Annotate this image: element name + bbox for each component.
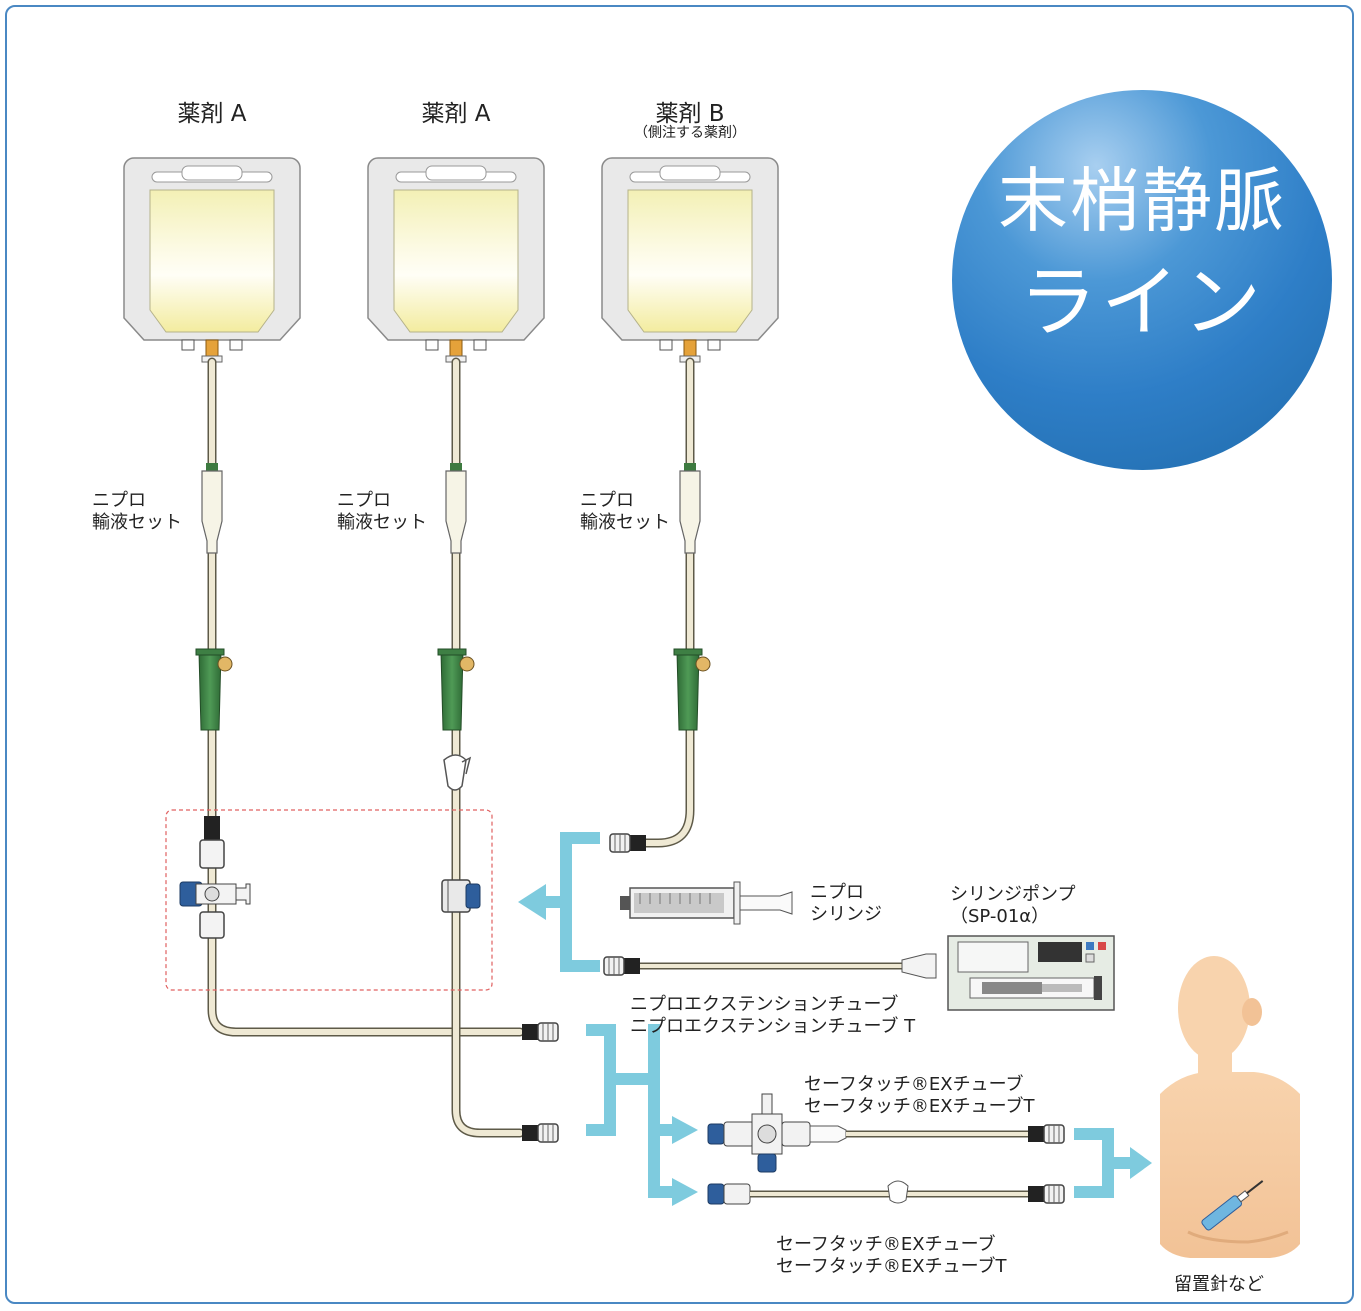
infusion-set-label-line2: 輸液セット: [337, 512, 427, 533]
extension-tube-label-line2: ニプロエクステンションチューブ T: [630, 1016, 916, 1037]
safetouch-top-label-line2: セーフタッチ®EXチューブT: [804, 1096, 1035, 1117]
stopcock-icon: [179, 816, 251, 939]
pinch-clamp-icon: [443, 754, 472, 791]
arrow-icon: [586, 1024, 698, 1206]
luer-connector-icon: [521, 1123, 559, 1143]
extension-tube-icon: [603, 953, 937, 979]
syringe-label-line2: シリンジ: [810, 904, 882, 925]
iv-bag-icon: [601, 157, 779, 363]
roller-clamp-icon: [195, 648, 233, 731]
drip-chamber-icon: [201, 462, 223, 554]
needle-icon: [1201, 1180, 1264, 1231]
t-connector-icon: [441, 879, 481, 913]
drug-note-3: （側注する薬剤）: [634, 125, 746, 141]
roller-clamp-icon: [437, 648, 475, 731]
drip-chamber-icon: [445, 462, 467, 554]
infusion-set-label-line2: 輸液セット: [92, 512, 182, 533]
arrow-icon: [518, 832, 600, 972]
diagram-frame: [5, 5, 1354, 1304]
syringe-label: ニプロ シリンジ: [810, 882, 882, 926]
safetouch-tube-bottom-icon: [707, 1180, 1065, 1205]
infusion-set-label-2: ニプロ 輸液セット: [337, 490, 427, 534]
infusion-set-label-1: ニプロ 輸液セット: [92, 490, 182, 534]
syringe-label-line1: ニプロ: [810, 882, 864, 903]
safetouch-bottom-label: セーフタッチ®EXチューブ セーフタッチ®EXチューブT: [776, 1234, 1007, 1278]
drug-label-3: 薬剤 B: [655, 101, 725, 127]
iv-bag-icon: [367, 157, 545, 363]
syringe-pump-icon: [947, 935, 1115, 1011]
arrow-icon: [1074, 1128, 1152, 1198]
extension-tube-label-line1: ニプロエクステンションチューブ: [630, 994, 899, 1015]
safetouch-bottom-label-line1: セーフタッチ®EXチューブ: [776, 1234, 996, 1255]
drug-label-2: 薬剤 A: [421, 101, 491, 127]
infusion-set-label-line1: ニプロ: [92, 490, 146, 511]
safetouch-bottom-label-line2: セーフタッチ®EXチューブT: [776, 1256, 1007, 1277]
needle-label: 留置針など: [1174, 1274, 1264, 1295]
extension-tube-label: ニプロエクステンションチューブ ニプロエクステンションチューブ T: [630, 994, 915, 1038]
drip-chamber-icon: [679, 462, 701, 554]
infusion-set-label-3: ニプロ 輸液セット: [580, 490, 670, 534]
roller-clamp-icon: [673, 648, 711, 731]
syringe-pump-label-line1: シリンジポンプ: [950, 884, 1076, 905]
luer-connector-icon: [609, 833, 647, 853]
luer-connector-icon: [521, 1022, 559, 1042]
patient-icon: [1160, 956, 1300, 1258]
safetouch-tube-top-icon: [707, 1093, 1065, 1173]
peripheral-line-badge: 末梢静脈 ライン: [952, 90, 1332, 470]
infusion-set-label-line2: 輸液セット: [580, 512, 670, 533]
infusion-set-label-line1: ニプロ: [337, 490, 391, 511]
drug-label-1: 薬剤 A: [177, 101, 247, 127]
safetouch-top-label: セーフタッチ®EXチューブ セーフタッチ®EXチューブT: [804, 1074, 1035, 1118]
iv-bag-icon: [123, 157, 301, 363]
connector-highlight-box: [165, 809, 493, 991]
badge-title: 末梢静脈: [998, 160, 1286, 242]
safetouch-top-label-line1: セーフタッチ®EXチューブ: [804, 1074, 1024, 1095]
syringe-pump-label: シリンジポンプ （SP-01α）: [950, 884, 1075, 928]
syringe-icon: [620, 881, 793, 925]
badge-subtitle: ライン: [1018, 258, 1265, 348]
infusion-set-label-line1: ニプロ: [580, 490, 634, 511]
syringe-pump-label-line2: （SP-01α）: [950, 906, 1050, 927]
